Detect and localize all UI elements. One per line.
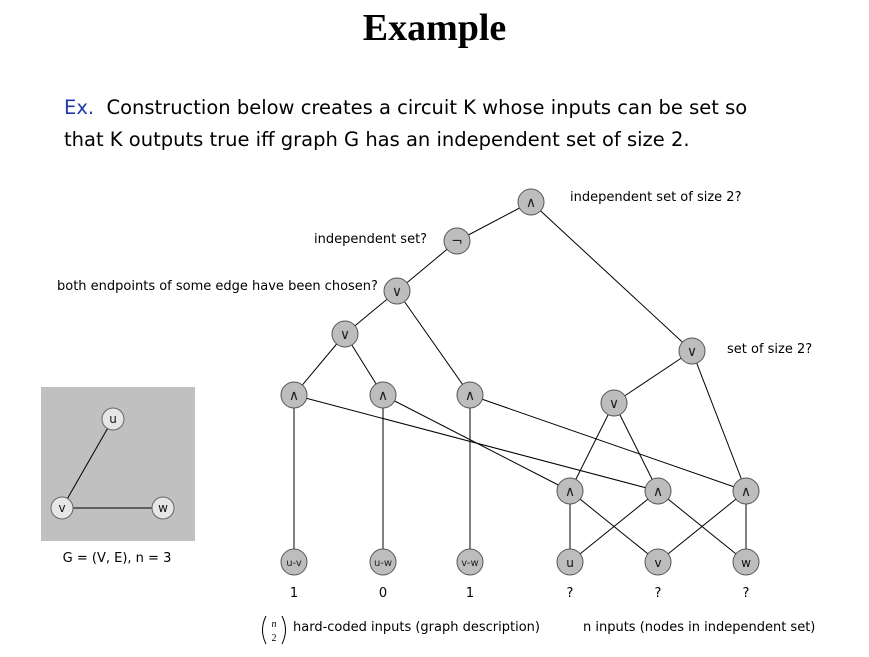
- gate-and-pair-uv-symbol: ∧: [565, 484, 575, 500]
- input-vw: [456, 548, 484, 576]
- graph-node-w: [151, 496, 175, 520]
- footer-n-inputs: n inputs (nodes in independent set): [583, 620, 815, 635]
- wire-and3-andvw: [469, 394, 747, 492]
- gate-or-size: [678, 337, 706, 365]
- gate-and-uw: [369, 381, 397, 409]
- wire-and2-anduv: [382, 394, 571, 492]
- gate-and-pair-vw-symbol: ∧: [741, 484, 751, 500]
- wire-orvars-anduv: [569, 402, 615, 492]
- gate-or-left-symbol: ∨: [340, 327, 350, 343]
- input-uv: [280, 548, 308, 576]
- intro-line-1: Ex. Construction below creates a circuit…: [64, 92, 854, 124]
- input-vw-label: v-w: [461, 558, 478, 569]
- gate-not: [443, 227, 471, 255]
- wire-orsize-andvw: [691, 350, 747, 492]
- ex-label: Ex.: [64, 96, 95, 119]
- graph-g: u v w G = (V, E), n = 3: [41, 387, 195, 566]
- binomial-symbol: n 2: [262, 615, 286, 645]
- graph-node-u-label: u: [109, 412, 117, 426]
- intro-text: Ex. Construction below creates a circuit…: [64, 92, 854, 156]
- input-uw-label: u-w: [374, 558, 392, 569]
- annotation-top: independent set of size 2?: [570, 190, 741, 205]
- gate-and-uw-symbol: ∧: [378, 388, 388, 404]
- graph-node-u: [101, 407, 125, 431]
- binomial-bottom: 2: [272, 633, 277, 644]
- gate-and-pair-uw: [644, 477, 672, 505]
- wire-top-or-size: [530, 201, 693, 352]
- footer-hardcoded: hard-coded inputs (graph description): [293, 620, 540, 635]
- input-v-value: ?: [655, 586, 662, 601]
- gate-and-pair-vw: [732, 477, 760, 505]
- circuit-wires: [293, 201, 747, 563]
- gate-and-uv-symbol: ∧: [289, 388, 299, 404]
- graph-node-v: [50, 496, 74, 520]
- input-uv-value: 1: [290, 586, 298, 601]
- slide-title: Example: [362, 7, 507, 49]
- input-vw-value: 1: [466, 586, 474, 601]
- input-w-value: ?: [743, 586, 750, 601]
- wire-orsize-orvars: [613, 350, 693, 404]
- input-v: [644, 548, 672, 576]
- input-u-label: u: [566, 556, 574, 570]
- gate-top-and: [517, 188, 545, 216]
- input-u-value: ?: [567, 586, 574, 601]
- input-w-label: w: [741, 556, 751, 570]
- intro-line-2: that K outputs true iff graph G has an i…: [64, 128, 690, 151]
- gate-and-pair-uv: [556, 477, 584, 505]
- input-uw-value: 0: [379, 586, 387, 601]
- gate-and-vw-symbol: ∧: [465, 388, 475, 404]
- graph-node-w-label: w: [158, 501, 168, 515]
- input-u: [556, 548, 584, 576]
- input-v-label: v: [654, 556, 661, 570]
- gate-or-left: [331, 320, 359, 348]
- gate-or-vars: [600, 389, 628, 417]
- gate-or-edge: [383, 277, 411, 305]
- gate-not-symbol: ¬: [451, 234, 463, 250]
- annotation-size-2: set of size 2?: [727, 342, 812, 357]
- annotation-independent-set: independent set?: [314, 232, 427, 247]
- input-uw: [369, 548, 397, 576]
- wire-andvw-v: [657, 490, 747, 563]
- gate-or-size-symbol: ∨: [687, 344, 697, 360]
- binomial-top: n: [272, 619, 277, 630]
- gate-and-uv: [280, 381, 308, 409]
- gate-and-vw: [456, 381, 484, 409]
- gate-and-pair-uw-symbol: ∧: [653, 484, 663, 500]
- gate-or-vars-symbol: ∨: [609, 396, 619, 412]
- input-uv-label: u-v: [286, 558, 302, 569]
- graph-node-v-label: v: [58, 501, 65, 515]
- input-w: [732, 548, 760, 576]
- intro-line-1-text: Construction below creates a circuit K w…: [106, 96, 748, 119]
- graph-caption: G = (V, E), n = 3: [63, 551, 172, 566]
- wire-orvars-anduw: [613, 402, 659, 492]
- gate-top-and-symbol: ∧: [526, 195, 536, 211]
- wire-top-not: [456, 201, 532, 242]
- graph-edge-u-v: [61, 418, 114, 509]
- circuit-gates: ∧ ¬ ∨ ∨ ∨ ∨ ∧ ∧ ∧ ∧ ∧ ∧: [280, 188, 760, 505]
- gate-or-edge-symbol: ∨: [392, 284, 402, 300]
- annotation-both-endpoints: both endpoints of some edge have been ch…: [57, 279, 378, 294]
- circuit-inputs: u-v u-w v-w u v w 1 0 1 ? ? ?: [280, 548, 760, 601]
- wire-or-and3: [396, 290, 471, 396]
- wire-anduw-u: [569, 490, 659, 563]
